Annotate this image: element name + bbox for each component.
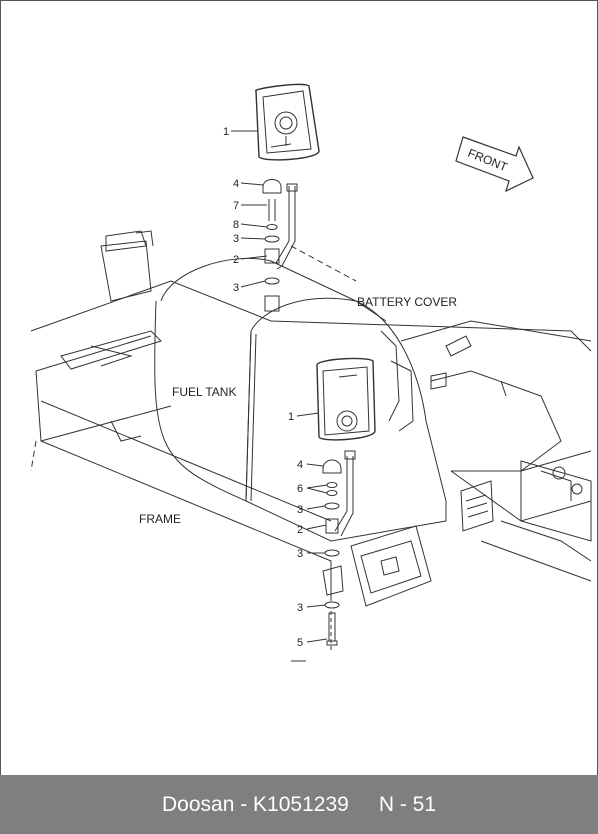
front-arrow-icon: FRONT — [455, 136, 534, 193]
callout-number: 2 — [233, 254, 239, 266]
callout-number: 3 — [233, 233, 239, 245]
callout-number: 3 — [297, 504, 303, 516]
callout-number: 3 — [233, 282, 239, 294]
callout-number: 7 — [233, 200, 239, 212]
callout-number: 5 — [297, 637, 303, 649]
diagram-drawing: FRONT BATTERY COVER FUEL TANK FRAME 1 4 … — [30, 83, 592, 662]
callout-number: 1 — [223, 126, 229, 138]
page-number: N - 51 — [378, 792, 436, 816]
callout-number: 6 — [297, 483, 303, 495]
frame-label: FRAME — [139, 512, 181, 526]
callout-number: 3 — [297, 602, 303, 614]
callout-number: 8 — [233, 219, 239, 231]
callout-number: 4 — [297, 459, 303, 471]
footer-bar: Doosan - K1051239 N - 51 — [0, 775, 598, 834]
battery-cover-label: BATTERY COVER — [357, 295, 457, 309]
callout-number: 2 — [297, 524, 303, 536]
parts-diagram: FRONT BATTERY COVER FUEL TANK FRAME 1 4 … — [0, 0, 598, 776]
callout-number: 4 — [233, 178, 239, 190]
callout-number: 3 — [297, 548, 303, 560]
callout-number: 1 — [288, 411, 294, 423]
part-reference: Doosan - K1051239 — [162, 792, 349, 816]
fuel-tank-label: FUEL TANK — [172, 385, 236, 399]
